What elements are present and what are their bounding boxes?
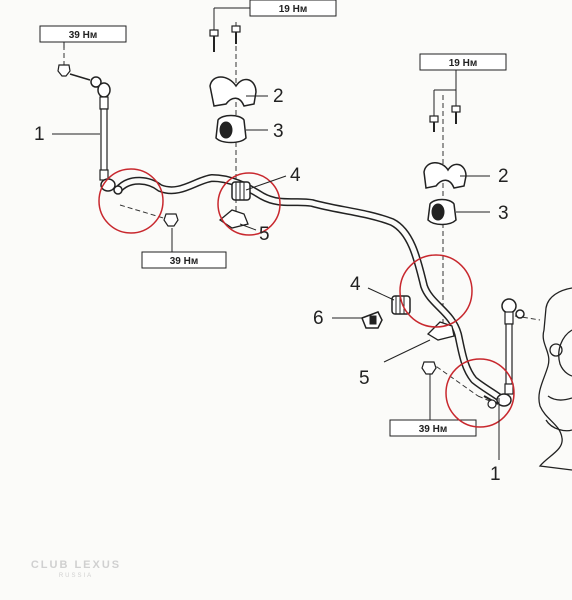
clip-part bbox=[361, 311, 383, 329]
bracket-assembly-right bbox=[423, 105, 467, 226]
torque-box-top-left bbox=[39, 25, 127, 43]
callout-numbers: 1 2 3 4 5 2 3 4 6 5 1 bbox=[34, 86, 509, 485]
torque-box-top-center bbox=[249, 0, 337, 17]
torque-label-top-right: 19 Нм bbox=[449, 58, 478, 69]
torque-box-top-right bbox=[419, 53, 507, 71]
assembly-guide-lines bbox=[63, 22, 541, 405]
nut-right bbox=[421, 361, 437, 375]
torque-labels: 39 Нм 19 Нм 19 Нм 39 Нм 39 Нм bbox=[39, 0, 507, 437]
callout-clamp-right: 5 bbox=[359, 368, 370, 389]
torque-label-top-center: 19 Нм bbox=[279, 4, 308, 15]
callout-leaders bbox=[52, 95, 500, 460]
watermark-region: RUSSIA bbox=[59, 573, 93, 579]
bracket-assembly-center bbox=[209, 25, 257, 144]
callout-link-left: 1 bbox=[34, 124, 45, 145]
highlight-circle-center-bushing bbox=[217, 172, 281, 236]
stabilizer-link-right bbox=[483, 298, 525, 409]
torque-box-mid-left bbox=[141, 251, 227, 269]
callout-bracket-left: 2 bbox=[273, 86, 284, 107]
watermark-brand: CLUB LEXUS bbox=[31, 559, 121, 571]
callout-bushing-mid-right: 4 bbox=[350, 274, 361, 295]
highlight-circles bbox=[98, 168, 515, 428]
callout-bushing-left: 3 bbox=[273, 121, 284, 142]
watermark: CLUB LEXUS RUSSIA bbox=[31, 559, 121, 579]
callout-bushing-right: 3 bbox=[498, 203, 509, 224]
stabilizer-bar bbox=[114, 174, 504, 402]
highlight-circle-left-link bbox=[98, 168, 164, 234]
torque-label-bottom-right: 39 Нм bbox=[419, 424, 448, 435]
highlight-circle-right-link bbox=[445, 358, 515, 428]
torque-label-top-left: 39 Нм bbox=[69, 30, 98, 41]
steering-knuckle bbox=[538, 287, 572, 471]
callout-bracket-right: 2 bbox=[498, 166, 509, 187]
torque-box-bottom-right bbox=[389, 419, 477, 437]
torque-label-mid-left: 39 Нм bbox=[170, 256, 199, 267]
callout-clamp-left: 5 bbox=[259, 224, 270, 245]
callout-clip: 6 bbox=[313, 308, 324, 329]
callout-link-right: 1 bbox=[490, 464, 501, 485]
callout-bushing-mid-left: 4 bbox=[290, 165, 301, 186]
bushing-center-right bbox=[391, 295, 455, 341]
nut-left bbox=[163, 213, 179, 227]
highlight-circle-right-bushing bbox=[399, 254, 473, 328]
bushing-center-left bbox=[218, 181, 251, 229]
